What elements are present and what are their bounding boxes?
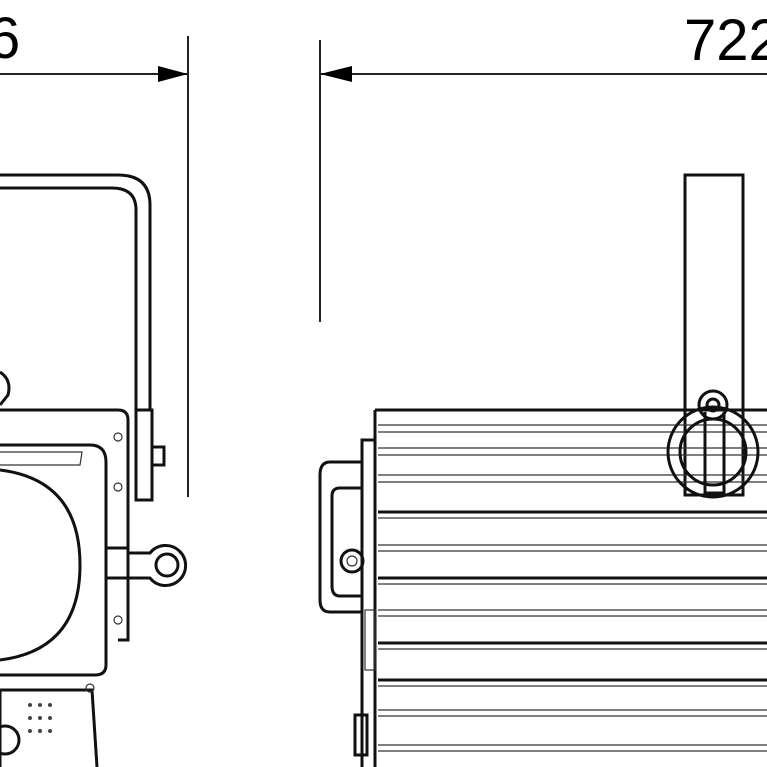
right-dimension-label: 722 — [684, 8, 767, 73]
lens — [0, 468, 82, 662]
connector-panel — [364, 609, 376, 671]
yoke-bolt — [703, 412, 726, 495]
arrowhead-icon — [158, 66, 188, 82]
yoke — [0, 173, 152, 410]
front-view — [0, 173, 188, 767]
rear-handle — [318, 460, 362, 614]
safety-eye — [128, 544, 188, 587]
screw — [85, 683, 95, 693]
left-dimension-label: 6 — [0, 6, 20, 71]
left-dimension: 6 — [0, 6, 189, 497]
handle-eye — [339, 548, 365, 574]
bolt-hole — [705, 397, 721, 413]
top-rim — [0, 451, 83, 466]
housing-back — [0, 408, 130, 642]
right-dimension: 722 — [319, 8, 767, 322]
screw — [113, 615, 123, 625]
arrowhead-icon — [320, 66, 352, 82]
screw — [113, 482, 123, 492]
connector — [0, 724, 21, 756]
screw — [113, 432, 123, 442]
cooling-fins — [378, 424, 767, 752]
base-box — [0, 688, 99, 767]
rear-panel — [360, 438, 375, 767]
handle-mount — [104, 546, 130, 580]
vent-holes — [28, 703, 52, 733]
bolt-head — [697, 389, 729, 421]
yoke-clamp-outer — [666, 405, 760, 499]
side-view — [318, 173, 767, 767]
yoke-bolt — [150, 445, 166, 467]
yoke-arm — [683, 173, 745, 497]
body-outline — [373, 408, 767, 767]
safety-eye-hole — [154, 552, 180, 578]
connector — [353, 713, 369, 757]
yoke-knob — [0, 370, 11, 406]
handle-eye-hole — [346, 555, 358, 567]
yoke-plate — [134, 408, 154, 502]
